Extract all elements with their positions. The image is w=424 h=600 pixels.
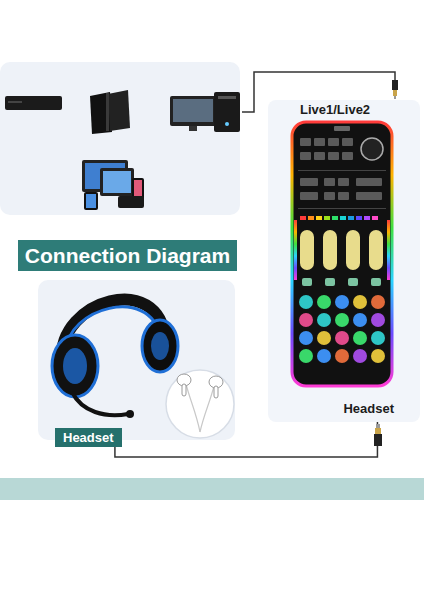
port-label: Headset [63,430,114,445]
earphones-illustration [166,370,234,438]
port-label: Headset [343,401,394,416]
audio-plug [374,424,382,446]
device-panel: Live1/Live2Headset [268,100,420,422]
devices-panel [0,62,240,215]
footer-band [0,478,424,500]
jack-label: Headset [55,428,122,447]
port-label: Live1/Live2 [300,102,370,117]
headset-cable [115,422,378,457]
computer-icon [170,92,240,132]
console-icon [90,90,130,134]
title-text: Connection Diagram [25,244,230,268]
headset-illustration [52,300,178,418]
console-icon [5,96,62,110]
audio-plug [392,80,398,99]
cable-line [115,422,378,457]
voice-changer-illustration [290,120,394,388]
title-banner: Connection Diagram [18,240,237,271]
headset-panel [38,280,235,440]
mobile-devices-icon [82,160,144,210]
